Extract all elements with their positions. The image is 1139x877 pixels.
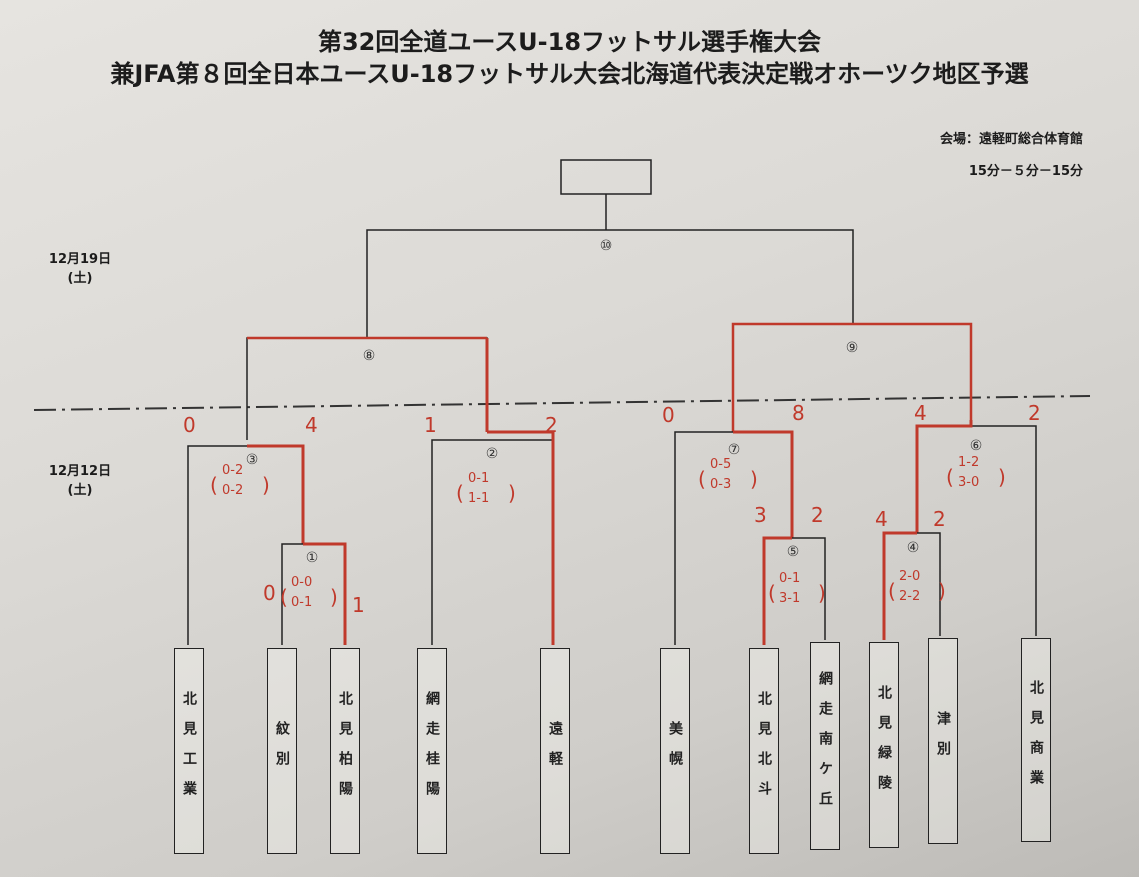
m4-score-left: 4 (875, 507, 888, 531)
svg-text:1-2: 1-2 (958, 455, 979, 470)
match-3-label: ③ (246, 452, 259, 468)
svg-text:0-3: 0-3 (710, 477, 731, 492)
svg-text:0-0: 0-0 (291, 575, 312, 590)
svg-text:1-1: 1-1 (468, 491, 489, 506)
team-name: 北見工業 (181, 691, 197, 811)
m6-score-right: 2 (1028, 401, 1041, 425)
m5-halves: ( 0-1 3-1 ) (768, 571, 826, 606)
team-box: 北見柏陽 (330, 648, 360, 854)
svg-text:(: ( (210, 473, 218, 497)
svg-text:): ) (818, 581, 826, 605)
svg-text:2-0: 2-0 (899, 569, 920, 584)
svg-text:(: ( (768, 581, 776, 605)
svg-text:): ) (938, 579, 946, 603)
match-2-label: ② (486, 446, 499, 462)
svg-text:): ) (330, 585, 338, 609)
team-name: 網走南ケ丘 (817, 671, 833, 821)
svg-text:): ) (998, 465, 1006, 489)
match-1-label: ① (306, 550, 319, 566)
m3-score-right: 4 (305, 413, 318, 437)
team-name: 津別 (935, 711, 951, 771)
m7-halves: ( 0-5 0-3 ) (698, 457, 758, 492)
team-name: 網走桂陽 (424, 691, 440, 811)
team-name: 遠軽 (547, 721, 563, 781)
svg-text:): ) (750, 467, 758, 491)
team-box: 北見工業 (174, 648, 204, 854)
team-name: 美幌 (667, 721, 683, 781)
timing-text: 15分－５分－15分 (968, 164, 1083, 179)
team-box: 北見商業 (1021, 638, 1051, 842)
m5-score-left: 3 (754, 503, 767, 527)
match-9-label: ⑨ (846, 340, 859, 356)
m5-score-right: 2 (811, 503, 824, 527)
match-5-label: ⑤ (787, 544, 800, 560)
date-day1: 12月12日 (土) (40, 460, 120, 498)
match-10-label: ⑩ (600, 238, 613, 254)
m2-halves: ( 0-1 1-1 ) (456, 471, 516, 506)
svg-text:(: ( (456, 481, 464, 505)
team-box: 津別 (928, 638, 958, 844)
team-box: 網走桂陽 (417, 648, 447, 854)
champion-box (560, 159, 652, 195)
svg-text:0-1: 0-1 (468, 471, 489, 486)
svg-text:0-5: 0-5 (710, 457, 731, 472)
svg-text:0-2: 0-2 (222, 463, 243, 478)
venue-text: 会場：遠軽町総合体育館 (939, 132, 1083, 147)
svg-text:2-2: 2-2 (899, 589, 920, 604)
svg-text:0-1: 0-1 (779, 571, 800, 586)
m3-halves: ( 0-2 0-2 ) (210, 463, 270, 498)
m2-score-left: 1 (424, 413, 437, 437)
svg-text:3-0: 3-0 (958, 475, 979, 490)
svg-text:(: ( (280, 585, 288, 609)
team-name: 北見商業 (1028, 680, 1044, 800)
m7-score-right: 8 (792, 401, 805, 425)
date-day2: 12月19日 (土) (40, 248, 120, 286)
team-box: 美幌 (660, 648, 690, 854)
match-8-label: ⑧ (363, 348, 376, 364)
date-day2-weekday: (土) (67, 271, 93, 286)
date-day2-date: 12月19日 (48, 252, 112, 267)
m4-halves: ( 2-0 2-2 ) (888, 569, 946, 604)
title-line2: 兼JFA第８回全日本ユースU-18フットサル大会北海道代表決定戦オホーツク地区予… (110, 60, 1029, 88)
match-4-label: ④ (907, 540, 920, 556)
svg-text:0-1: 0-1 (291, 595, 312, 610)
svg-text:): ) (508, 481, 516, 505)
m3-score-left: 0 (183, 413, 196, 437)
m2-score-right: 2 (545, 413, 558, 437)
svg-text:(: ( (946, 465, 954, 489)
m7-score-left: 0 (662, 403, 675, 427)
day-divider (33, 395, 1091, 411)
m6-score-left: 4 (914, 401, 927, 425)
team-box: 紋別 (267, 648, 297, 854)
team-box: 北見緑陵 (869, 642, 899, 848)
match-6-label: ⑥ (970, 438, 983, 454)
team-name: 紋別 (274, 721, 290, 781)
m1-halves: ( 0-0 0-1 ) (280, 575, 338, 610)
team-name: 北見北斗 (756, 691, 772, 811)
date-day1-weekday: (土) (67, 483, 93, 498)
svg-text:): ) (262, 473, 270, 497)
date-day1-date: 12月12日 (48, 464, 112, 479)
m1-score-right: 1 (352, 593, 365, 617)
team-box: 北見北斗 (749, 648, 779, 854)
team-box: 遠軽 (540, 648, 570, 854)
svg-text:3-1: 3-1 (779, 591, 800, 606)
team-box: 網走南ケ丘 (810, 642, 840, 850)
svg-text:(: ( (698, 467, 706, 491)
match-7-label: ⑦ (728, 442, 741, 458)
m6-halves: ( 1-2 3-0 ) (946, 455, 1006, 490)
m4-score-right: 2 (933, 507, 946, 531)
svg-text:(: ( (888, 579, 896, 603)
team-name: 北見柏陽 (337, 691, 353, 811)
m1-score-left: 0 (263, 581, 276, 605)
title-line1: 第32回全道ユースU-18フットサル選手権大会 (317, 28, 822, 56)
team-name: 北見緑陵 (876, 685, 892, 805)
svg-text:0-2: 0-2 (222, 483, 243, 498)
